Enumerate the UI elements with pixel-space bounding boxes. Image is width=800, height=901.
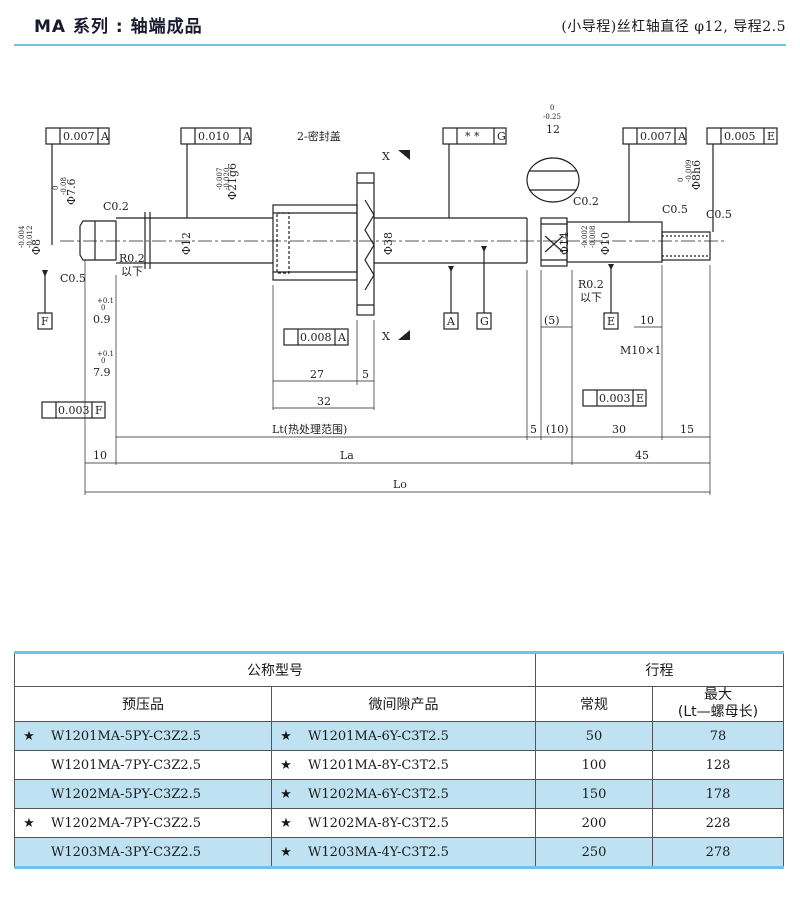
svg-text:0: 0 (101, 357, 105, 365)
svg-text:A: A (100, 130, 110, 143)
svg-text:Lo: Lo (393, 478, 407, 491)
svg-text:2-密封盖: 2-密封盖 (297, 129, 341, 143)
svg-text:Φ21g6: Φ21g6 (226, 163, 239, 200)
svg-text:Lt(热处理范围): Lt(热处理范围) (272, 422, 347, 436)
svg-text:-0.25: -0.25 (543, 113, 561, 121)
svg-text:Φ38: Φ38 (382, 232, 395, 255)
svg-text:0.003: 0.003 (599, 392, 631, 405)
page-title: MA 系列 : 轴端成品 (34, 17, 203, 37)
svg-text:C0.2: C0.2 (573, 195, 599, 208)
svg-text:-0.007: -0.007 (216, 168, 224, 190)
svg-text:X: X (382, 330, 390, 343)
model-table: 公称型号 行程 常规 最大(Lt—螺母长) 预压品 微间隙产品 ★W1201MA… (14, 651, 784, 869)
svg-text:* *: * * (465, 130, 480, 143)
spec-subtitle: (小导程)丝杠轴直径 φ12, 导程2.5 (561, 19, 786, 35)
col-regular: 常规 (535, 686, 653, 722)
svg-text:E: E (636, 392, 644, 405)
svg-text:Φ8h6: Φ8h6 (690, 160, 703, 190)
table-row: ★W1201MA-5PY-C3Z2.5 ★W1201MA-6Y-C3T2.5 5… (14, 721, 784, 751)
table-row: W1201MA-7PY-C3Z2.5 ★W1201MA-8Y-C3T2.5 10… (14, 750, 784, 780)
shaft-left-end (79, 220, 117, 261)
col-model: 公称型号 (14, 651, 536, 687)
svg-text:0: 0 (550, 104, 554, 112)
svg-text:R0.2: R0.2 (119, 252, 145, 265)
svg-text:45: 45 (635, 449, 649, 462)
svg-text:A: A (677, 130, 687, 143)
nut-flange (356, 172, 375, 316)
svg-text:0.010: 0.010 (198, 130, 230, 143)
svg-text:F: F (95, 404, 103, 417)
svg-text:C0.5: C0.5 (706, 208, 732, 221)
svg-text:0.005: 0.005 (724, 130, 756, 143)
svg-text:-0.020: -0.020 (223, 168, 231, 190)
svg-text:0.007: 0.007 (640, 130, 672, 143)
svg-text:15: 15 (680, 423, 694, 436)
svg-text:A: A (242, 130, 252, 143)
svg-text:12: 12 (546, 123, 560, 136)
svg-text:F: F (41, 315, 49, 328)
svg-text:-0.009: -0.009 (685, 160, 693, 182)
svg-text:C0.5: C0.5 (662, 203, 688, 216)
svg-text:Φ10: Φ10 (599, 232, 612, 255)
svg-text:0: 0 (677, 178, 685, 182)
col-stroke: 行程 (535, 651, 784, 687)
svg-text:G: G (480, 315, 489, 328)
svg-text:-0.002: -0.002 (581, 226, 589, 248)
svg-text:E: E (607, 315, 615, 328)
col-micro: 微间隙产品 (271, 686, 536, 722)
svg-text:5: 5 (530, 423, 537, 436)
col-preload: 预压品 (14, 686, 272, 722)
svg-text:Φ12: Φ12 (180, 232, 193, 255)
table-row: W1202MA-5PY-C3Z2.5 ★W1202MA-6Y-C3T2.5 15… (14, 779, 784, 809)
svg-text:M10×1: M10×1 (620, 344, 661, 357)
svg-text:+0.1: +0.1 (97, 350, 114, 358)
svg-text:以下: 以下 (121, 265, 143, 278)
svg-text:(5): (5) (544, 314, 560, 327)
svg-text:5: 5 (362, 368, 369, 381)
svg-text:C0.5: C0.5 (60, 272, 86, 285)
shaft-thread (661, 231, 711, 261)
svg-text:0: 0 (52, 186, 60, 190)
nut-body (272, 204, 358, 281)
svg-text:-0.004: -0.004 (18, 225, 26, 248)
svg-text:0.003: 0.003 (58, 404, 90, 417)
svg-text:La: La (340, 449, 354, 462)
svg-text:Φ8: Φ8 (30, 239, 43, 255)
svg-text:G: G (497, 130, 506, 143)
svg-text:R0.2: R0.2 (578, 278, 604, 291)
svg-text:X: X (382, 150, 390, 163)
svg-text:Φ7.6: Φ7.6 (65, 178, 78, 205)
svg-text:30: 30 (612, 423, 626, 436)
svg-text:(10): (10) (546, 423, 569, 436)
svg-text:27: 27 (310, 368, 324, 381)
svg-text:-0.012: -0.012 (26, 226, 34, 248)
svg-text:0.007: 0.007 (63, 130, 95, 143)
table-row: W1203MA-3PY-C3Z2.5 ★W1203MA-4Y-C3T2.5 25… (14, 837, 784, 869)
svg-text:A: A (446, 315, 456, 328)
table-row: ★W1202MA-7PY-C3Z2.5 ★W1202MA-8Y-C3T2.5 2… (14, 808, 784, 838)
svg-text:0: 0 (101, 304, 105, 312)
svg-text:7.9: 7.9 (93, 366, 111, 379)
section-view (526, 157, 580, 203)
svg-text:E: E (767, 130, 775, 143)
svg-text:A: A (337, 331, 347, 344)
shaft-body (116, 217, 273, 264)
svg-text:-0.08: -0.08 (60, 177, 68, 195)
svg-text:0.9: 0.9 (93, 313, 111, 326)
col-max: 最大(Lt—螺母长) (652, 686, 784, 722)
svg-text:以下: 以下 (580, 291, 602, 304)
page-header: MA 系列 : 轴端成品 (小导程)丝杠轴直径 φ12, 导程2.5 (0, 0, 800, 46)
svg-text:+0.1: +0.1 (97, 297, 114, 305)
svg-text:-0.008: -0.008 (589, 226, 597, 248)
svg-text:0.008: 0.008 (300, 331, 332, 344)
svg-text:Φ14: Φ14 (558, 232, 571, 255)
svg-text:C0.2: C0.2 (103, 200, 129, 213)
svg-text:10: 10 (93, 449, 107, 462)
svg-text:32: 32 (317, 395, 331, 408)
header-rule (14, 44, 786, 46)
svg-text:10: 10 (640, 314, 654, 327)
